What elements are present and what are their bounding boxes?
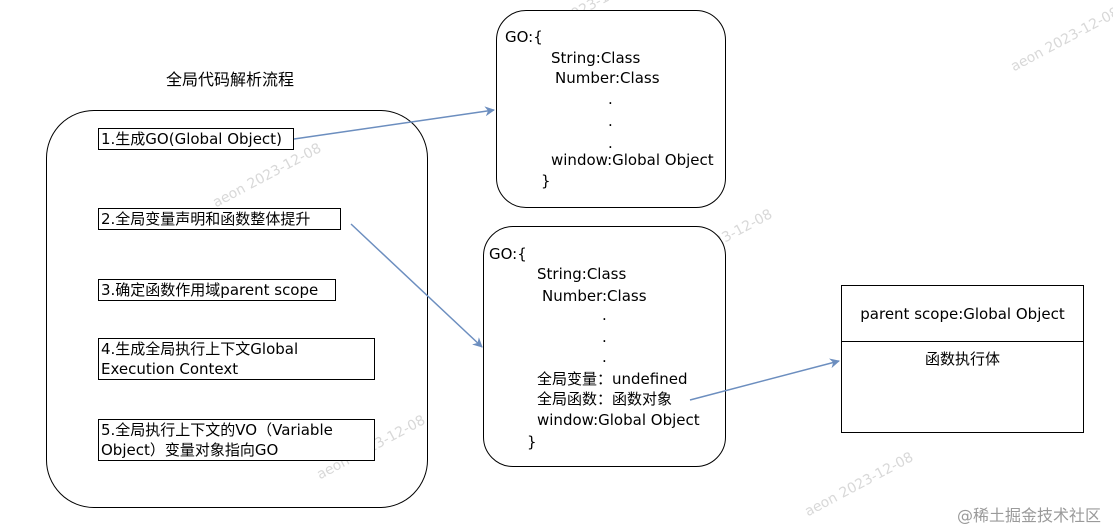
diagram-title: 全局代码解析流程: [166, 70, 295, 89]
go-ellipsis-dot: .: [608, 134, 613, 152]
arrow-func-to-box: [689, 358, 840, 401]
go-open-top: GO:{: [505, 28, 543, 46]
parse-flow-container: [46, 110, 428, 508]
function-parent-scope: parent scope:Global Object: [842, 286, 1083, 342]
step-4-text-line2: Execution Context: [101, 360, 239, 378]
arrow-step1-to-go: [293, 106, 495, 140]
step-2-text: 2.全局变量声明和函数整体提升: [101, 210, 311, 228]
go-ellipsis-dot: .: [602, 306, 607, 324]
go-ellipsis-dot: .: [602, 328, 607, 346]
step-3-text: 3.确定函数作用域parent scope: [101, 281, 319, 299]
go-entry-string: String:Class: [551, 49, 641, 67]
step-1-box: 1.生成GO(Global Object): [98, 128, 294, 150]
step-5-text-line2: Object）变量对象指向GO: [101, 441, 279, 459]
step-4-box: 4.生成全局执行上下文Global Execution Context: [98, 338, 375, 380]
go-object-box-top: [496, 10, 726, 208]
go-ellipsis-dot: .: [602, 348, 607, 366]
go-entry-global-func: 全局函数：函数对象: [537, 390, 673, 408]
step-1-text: 1.生成GO(Global Object): [101, 130, 282, 148]
arrow-step2-to-go: [350, 223, 483, 348]
step-2-box: 2.全局变量声明和函数整体提升: [98, 208, 341, 230]
go-close-bottom: }: [527, 433, 537, 451]
go-ellipsis-dot: .: [608, 112, 613, 130]
go-open-bottom: GO:{: [489, 245, 527, 263]
go-entry-string: String:Class: [537, 265, 627, 283]
go-ellipsis-dot: .: [608, 90, 613, 108]
go-entry-number: Number:Class: [555, 69, 660, 87]
go-object-box-bottom: [483, 226, 726, 467]
function-body-label: 函数执行体: [924, 350, 1000, 368]
go-entry-window: window:Global Object: [551, 151, 714, 169]
go-entry-number: Number:Class: [542, 287, 647, 305]
go-entry-global-var: 全局变量：undefined: [537, 370, 688, 388]
step-3-box: 3.确定函数作用域parent scope: [98, 279, 336, 301]
footer-credit: @稀土掘金技术社区: [956, 506, 1101, 525]
step-5-text-line1: 5.全局执行上下文的VO（Variable: [101, 421, 333, 439]
function-object-box: parent scope:Global Object 函数执行体: [841, 285, 1084, 433]
step-5-box: 5.全局执行上下文的VO（Variable Object）变量对象指向GO: [98, 419, 375, 461]
go-close-top: }: [541, 172, 551, 190]
step-4-text-line1: 4.生成全局执行上下文Global: [101, 340, 299, 358]
go-entry-window: window:Global Object: [537, 411, 700, 429]
